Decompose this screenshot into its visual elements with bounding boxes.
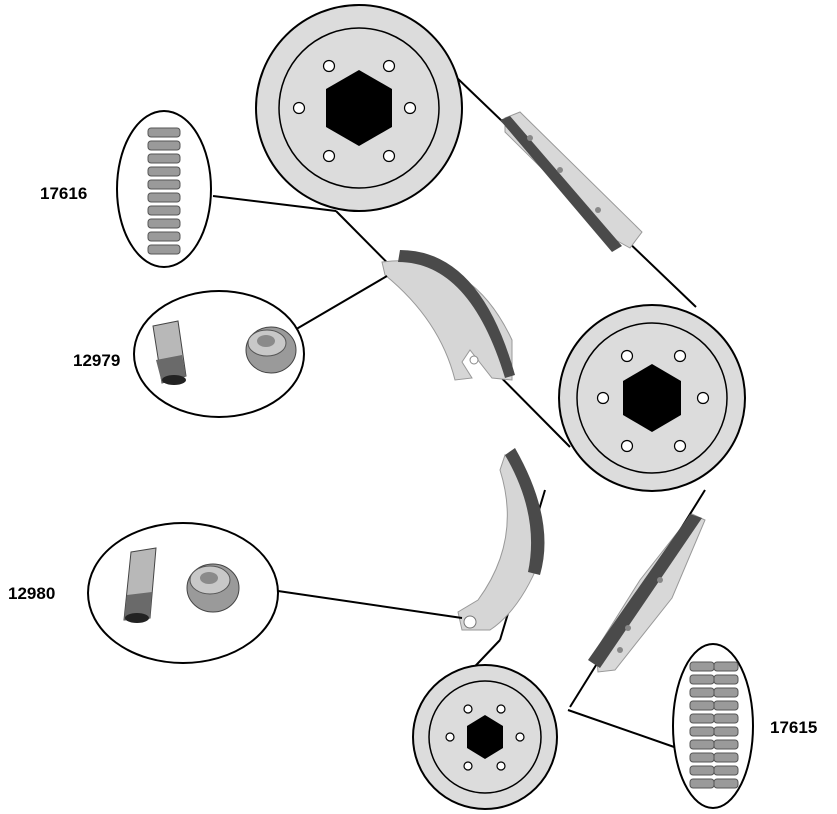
part-number-17615: 17615 <box>770 718 817 737</box>
part-number-12979: 12979 <box>73 351 120 370</box>
chain-callout-17615: 17615 <box>673 644 817 808</box>
chain-guide-lower-left <box>458 448 544 630</box>
chain-guide-upper-left <box>382 250 515 380</box>
pin-callout-12979: 12979 <box>73 291 304 417</box>
tensioner-guide-lower-right <box>588 514 705 672</box>
bushing-icon <box>246 327 296 373</box>
crankshaft-sprocket-bottom <box>413 665 557 809</box>
pin-callout-12980: 12980 <box>8 523 278 663</box>
part-number-12980: 12980 <box>8 584 55 603</box>
camshaft-sprocket-top <box>256 5 462 211</box>
chain-callout-17616: 17616 <box>40 111 211 267</box>
camshaft-sprocket-middle <box>559 305 745 491</box>
part-number-17616: 17616 <box>40 184 87 203</box>
tensioner-guide-upper-right <box>500 112 642 252</box>
bushing-icon <box>187 564 239 612</box>
